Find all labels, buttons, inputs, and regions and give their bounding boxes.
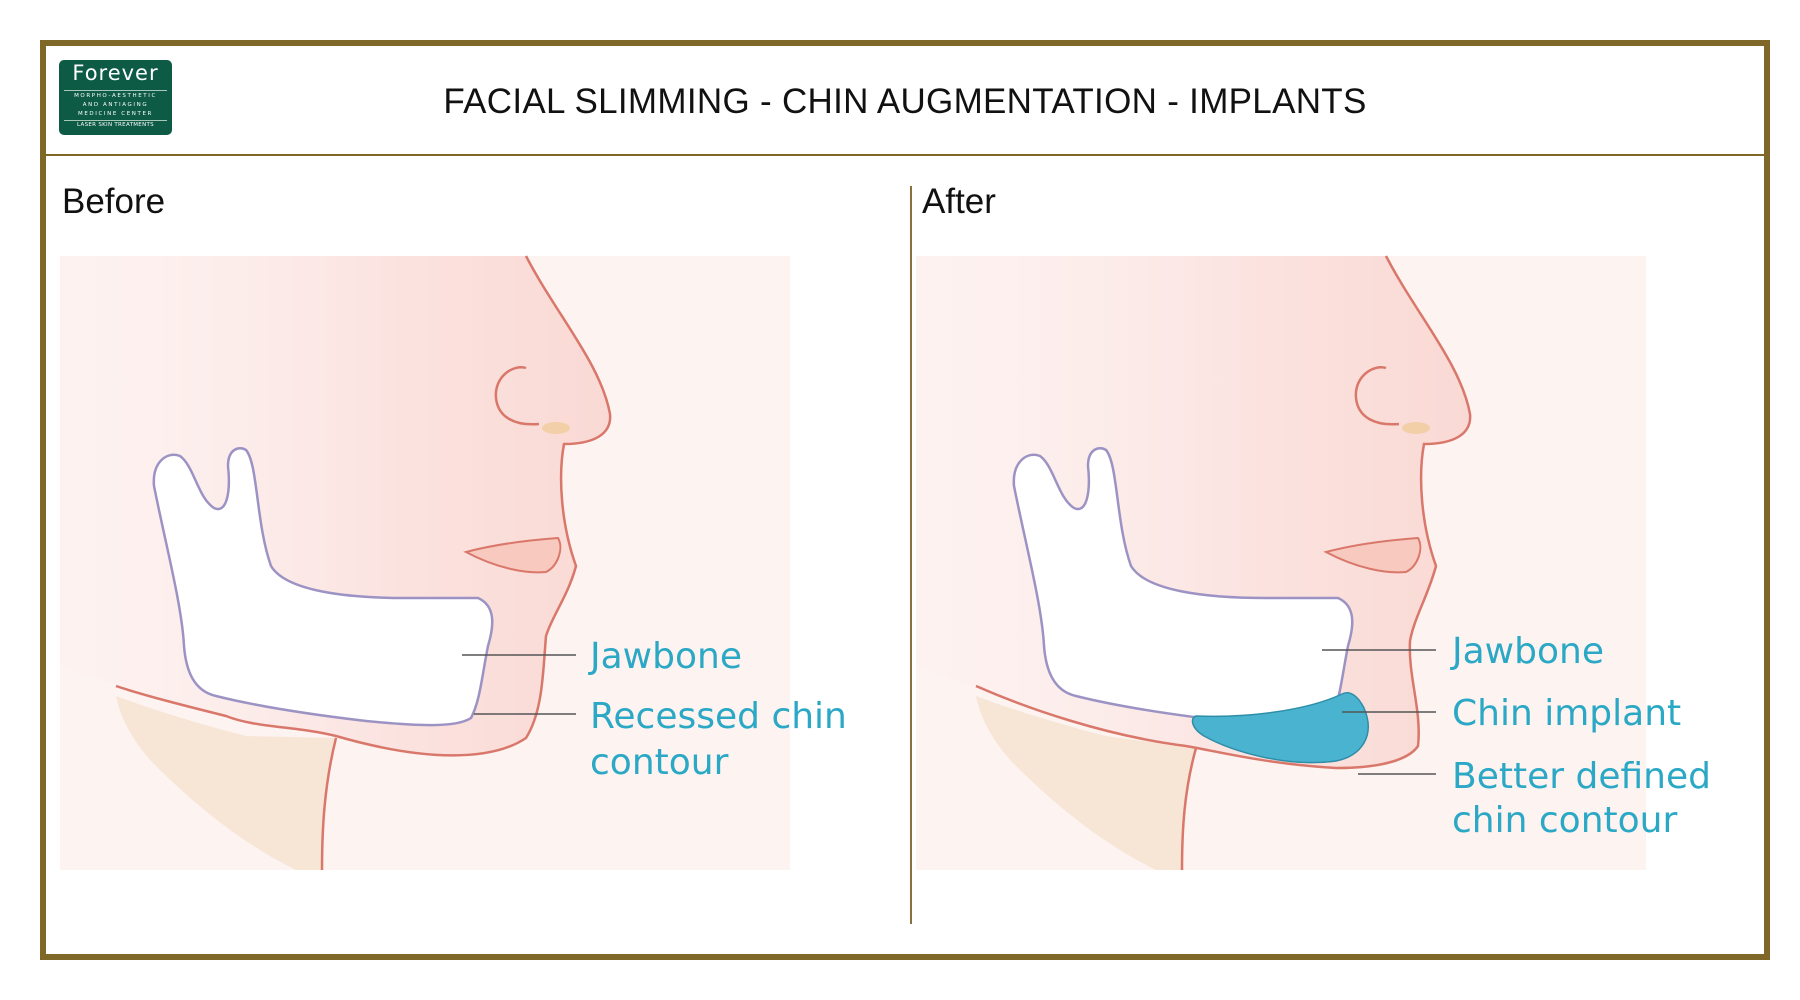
before-label: Before bbox=[62, 182, 166, 221]
after-illustration: Jawbone Chin implant Better defined chin… bbox=[916, 255, 1711, 871]
after-defined-callout-line1: Better defined bbox=[1452, 756, 1711, 797]
before-lips bbox=[463, 536, 562, 574]
after-neck bbox=[976, 696, 1196, 870]
clinic-logo: Forever MORPHO-AESTHETIC AND ANTIAGING M… bbox=[59, 60, 172, 135]
before-recessed-callout-line2: contour bbox=[590, 742, 729, 783]
chin-implant bbox=[1191, 692, 1369, 764]
after-nostril-shade bbox=[1402, 422, 1430, 434]
after-jawbone bbox=[1012, 447, 1354, 727]
logo-line-2: AND ANTIAGING bbox=[82, 102, 149, 108]
before-jawbone bbox=[152, 447, 494, 727]
before-recessed-callout-line1: Recessed chin bbox=[590, 696, 847, 737]
after-label: After bbox=[922, 182, 996, 221]
after-jawbone-callout: Jawbone bbox=[1450, 631, 1604, 672]
after-nostril bbox=[1354, 365, 1400, 426]
after-defined-callout-line2: chin contour bbox=[1452, 800, 1677, 841]
logo-line-1: MORPHO-AESTHETIC bbox=[74, 93, 157, 99]
after-face-outline bbox=[975, 255, 1472, 770]
before-nostril-shade bbox=[542, 422, 570, 434]
before-neck-outline bbox=[320, 737, 338, 871]
before-jawbone-callout: Jawbone bbox=[588, 636, 742, 677]
header: Forever MORPHO-AESTHETIC AND ANTIAGING M… bbox=[46, 46, 1764, 156]
logo-line-4: LASER SKIN TREATMENTS bbox=[77, 122, 154, 128]
illustration-canvas: Jawbone Recessed chin contour Jawbone Ch… bbox=[60, 255, 1711, 871]
logo-brand: Forever bbox=[72, 61, 159, 85]
page-title: FACIAL SLIMMING - CHIN AUGMENTATION - IM… bbox=[443, 82, 1367, 121]
before-nostril bbox=[494, 365, 540, 426]
diagram-frame: Forever MORPHO-AESTHETIC AND ANTIAGING M… bbox=[40, 40, 1770, 960]
logo-divider-2 bbox=[64, 120, 167, 121]
panel-divider bbox=[910, 186, 912, 924]
before-neck bbox=[116, 696, 336, 870]
logo-line-3: MEDICINE CENTER bbox=[78, 111, 153, 117]
after-neck-outline bbox=[1180, 747, 1198, 871]
after-lips bbox=[1323, 536, 1422, 574]
after-implant-callout: Chin implant bbox=[1452, 693, 1681, 734]
logo-divider bbox=[64, 90, 167, 91]
before-face-outline bbox=[115, 255, 612, 757]
before-illustration: Jawbone Recessed chin contour bbox=[60, 255, 847, 871]
